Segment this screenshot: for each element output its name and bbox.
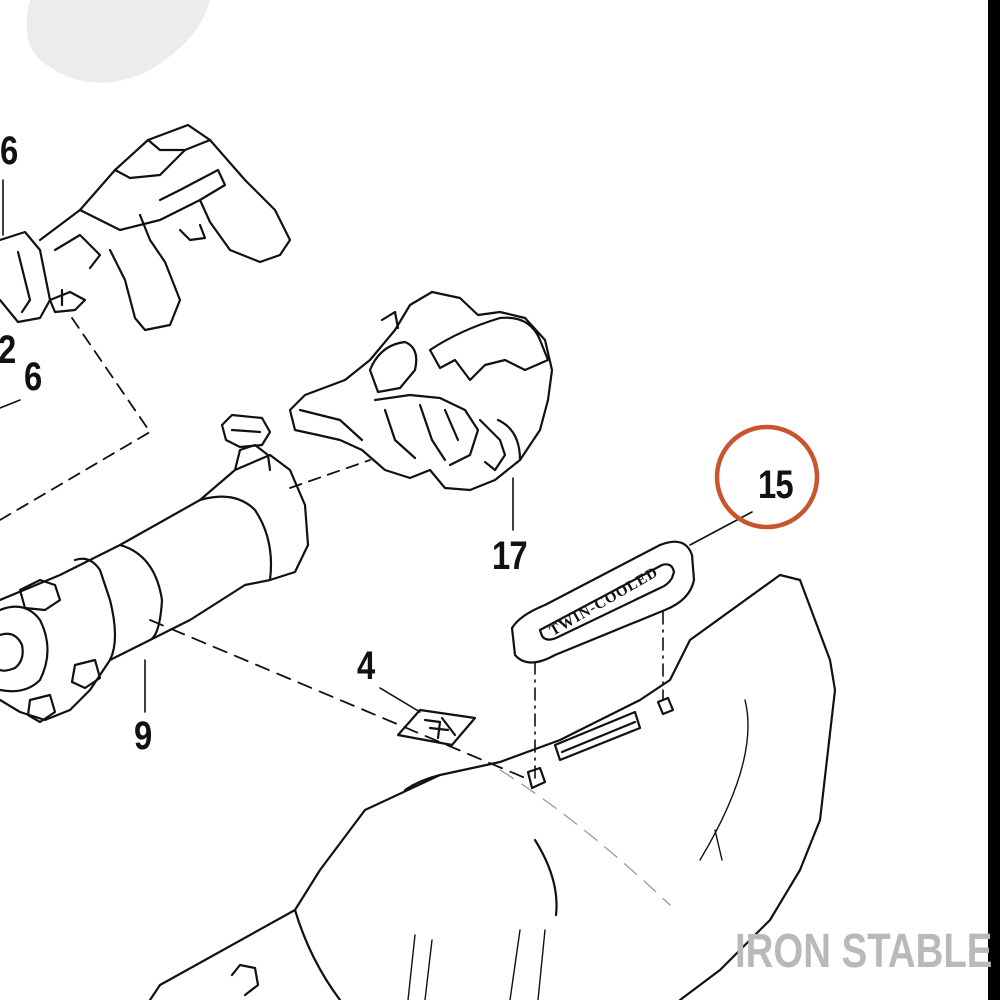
leader-4	[379, 687, 421, 713]
background-blob	[26, 0, 210, 83]
callout-9: 9	[134, 714, 152, 758]
dashed-leader-tube	[149, 619, 531, 781]
part-tube-assembly	[0, 413, 310, 724]
dashed-leader-top	[289, 459, 371, 489]
callout-15: 15	[758, 463, 794, 507]
part-bracket	[0, 123, 292, 332]
part-badge-15	[510, 540, 696, 664]
watermark-text: IRON STABLE	[735, 925, 993, 978]
leader-6-mid	[0, 399, 21, 409]
callout-6-mid: 6	[24, 355, 42, 399]
callout-4: 4	[357, 644, 375, 688]
right-border-bar	[988, 0, 1000, 1000]
callout-2: 2	[0, 330, 16, 370]
part-cover	[148, 573, 837, 1000]
callout-17: 17	[492, 534, 528, 578]
badge-emblem-text: TWIN-COOLED	[547, 564, 661, 639]
callout-6-top: 6	[0, 129, 18, 173]
dashed-leader-cover	[499, 769, 671, 906]
highlight-circle-15	[714, 424, 820, 530]
dashed-leader-bracket	[0, 317, 151, 521]
part-clamp	[288, 290, 554, 492]
leader-15	[689, 511, 753, 546]
part-label-4	[396, 708, 477, 747]
